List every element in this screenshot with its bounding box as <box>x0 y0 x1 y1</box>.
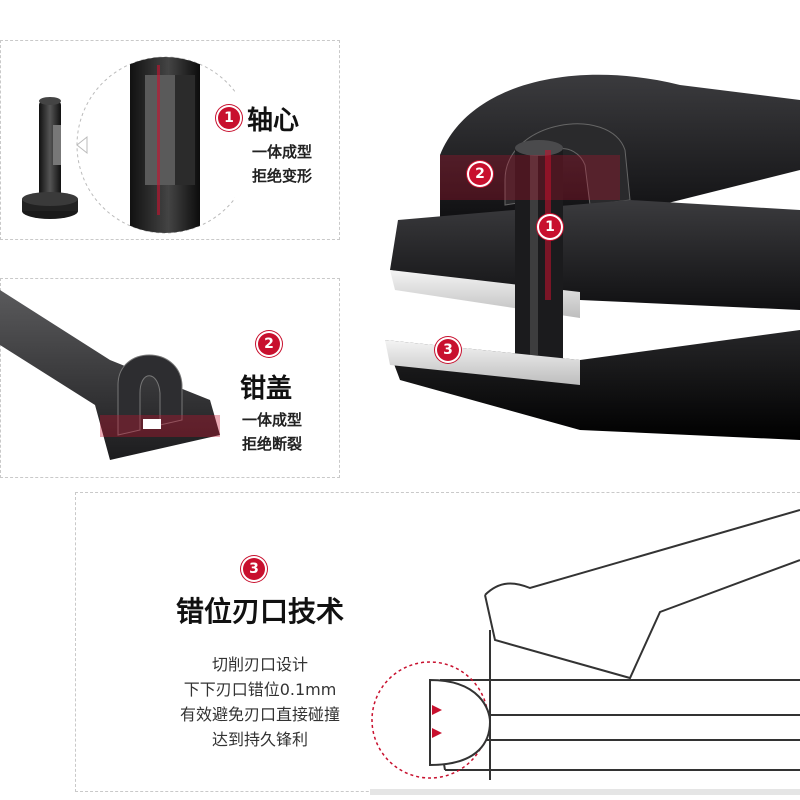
feature-3-line-3: 有效避免刃口直接碰撞 <box>179 705 340 724</box>
feature-3-line-1: 切削刃口设计 <box>211 655 308 674</box>
feature-1-badge: 1 <box>218 107 240 129</box>
clipper-head-illustration <box>385 74 800 440</box>
axle-panel <box>0 40 340 240</box>
axle-magnifier-illustration <box>76 56 235 234</box>
axle-pin-illustration <box>22 97 78 219</box>
feature-2-line-1: 一体成型 <box>241 411 302 429</box>
offset-blade-diagram <box>370 509 800 795</box>
feature-3-title: 错位刃口技术 <box>175 595 344 628</box>
feature-3-badge: 3 <box>243 558 265 580</box>
feature-2-title: 钳盖 <box>240 374 293 404</box>
feature-2-line-2: 拒绝断裂 <box>241 435 302 453</box>
callout-badge-2: 2 <box>469 163 491 185</box>
feature-2-badge: 2 <box>258 333 280 355</box>
cap-illustration <box>0 290 220 460</box>
feature-3-line-2: 下下刃口错位0.1mm <box>183 680 337 699</box>
cap-panel <box>0 278 340 478</box>
callout-badge-3: 3 <box>437 339 459 361</box>
callout-badge-1: 1 <box>539 216 561 238</box>
feature-1-line-1: 一体成型 <box>251 143 312 161</box>
feature-1-line-2: 拒绝变形 <box>251 167 312 185</box>
feature-3-line-4: 达到持久锋利 <box>211 730 308 749</box>
feature-1-title: 轴心 <box>247 106 300 136</box>
